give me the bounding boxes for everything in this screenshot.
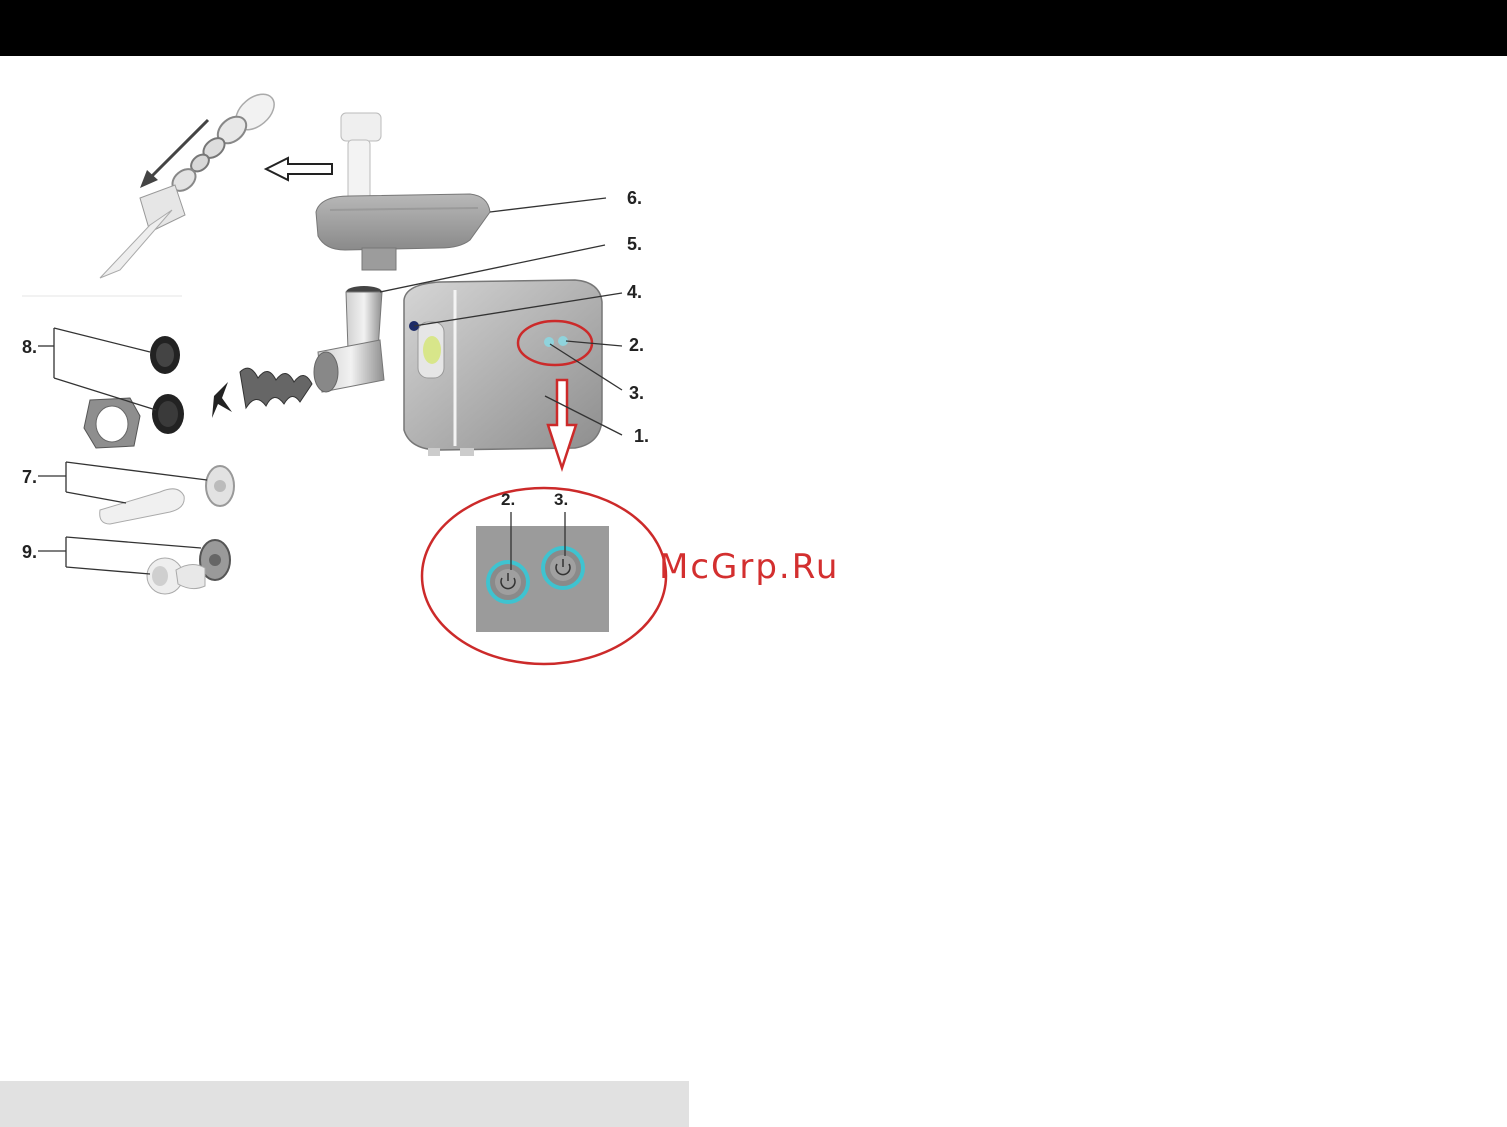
power-button-2 — [488, 562, 528, 602]
label-6: 6. — [627, 188, 642, 208]
zoom-label-2: 2. — [501, 490, 515, 509]
food-pusher — [341, 113, 381, 200]
watermark: McGrp.Ru — [659, 547, 839, 587]
top-black-bar — [0, 0, 1507, 56]
label-2: 2. — [629, 335, 644, 355]
kebbe-attachment — [147, 540, 230, 594]
grinder-head — [314, 286, 384, 392]
feeding-tray — [316, 194, 490, 270]
zoom-label-3: 3. — [554, 490, 568, 509]
kebbe-attachment-assembly — [22, 87, 281, 296]
label-7: 7. — [22, 467, 37, 487]
control-panel-zoom — [422, 488, 666, 664]
footer-strip — [0, 1081, 689, 1127]
label-4: 4. — [627, 282, 642, 302]
label-1: 1. — [634, 426, 649, 446]
ring-nut — [84, 398, 140, 448]
power-button-3 — [543, 548, 583, 588]
label-5: 5. — [627, 234, 642, 254]
label-3: 3. — [629, 383, 644, 403]
label-8: 8. — [22, 337, 37, 357]
cutting-plates — [150, 336, 184, 434]
auger-and-knife — [212, 368, 312, 418]
label-9: 9. — [22, 542, 37, 562]
hollow-arrow-icon — [266, 158, 332, 180]
meat-grinder-diagram: 6. 5. 4. 2. 3. 1. 8. 7. 9. 2. 3. McGrp.R… — [0, 56, 1507, 1081]
